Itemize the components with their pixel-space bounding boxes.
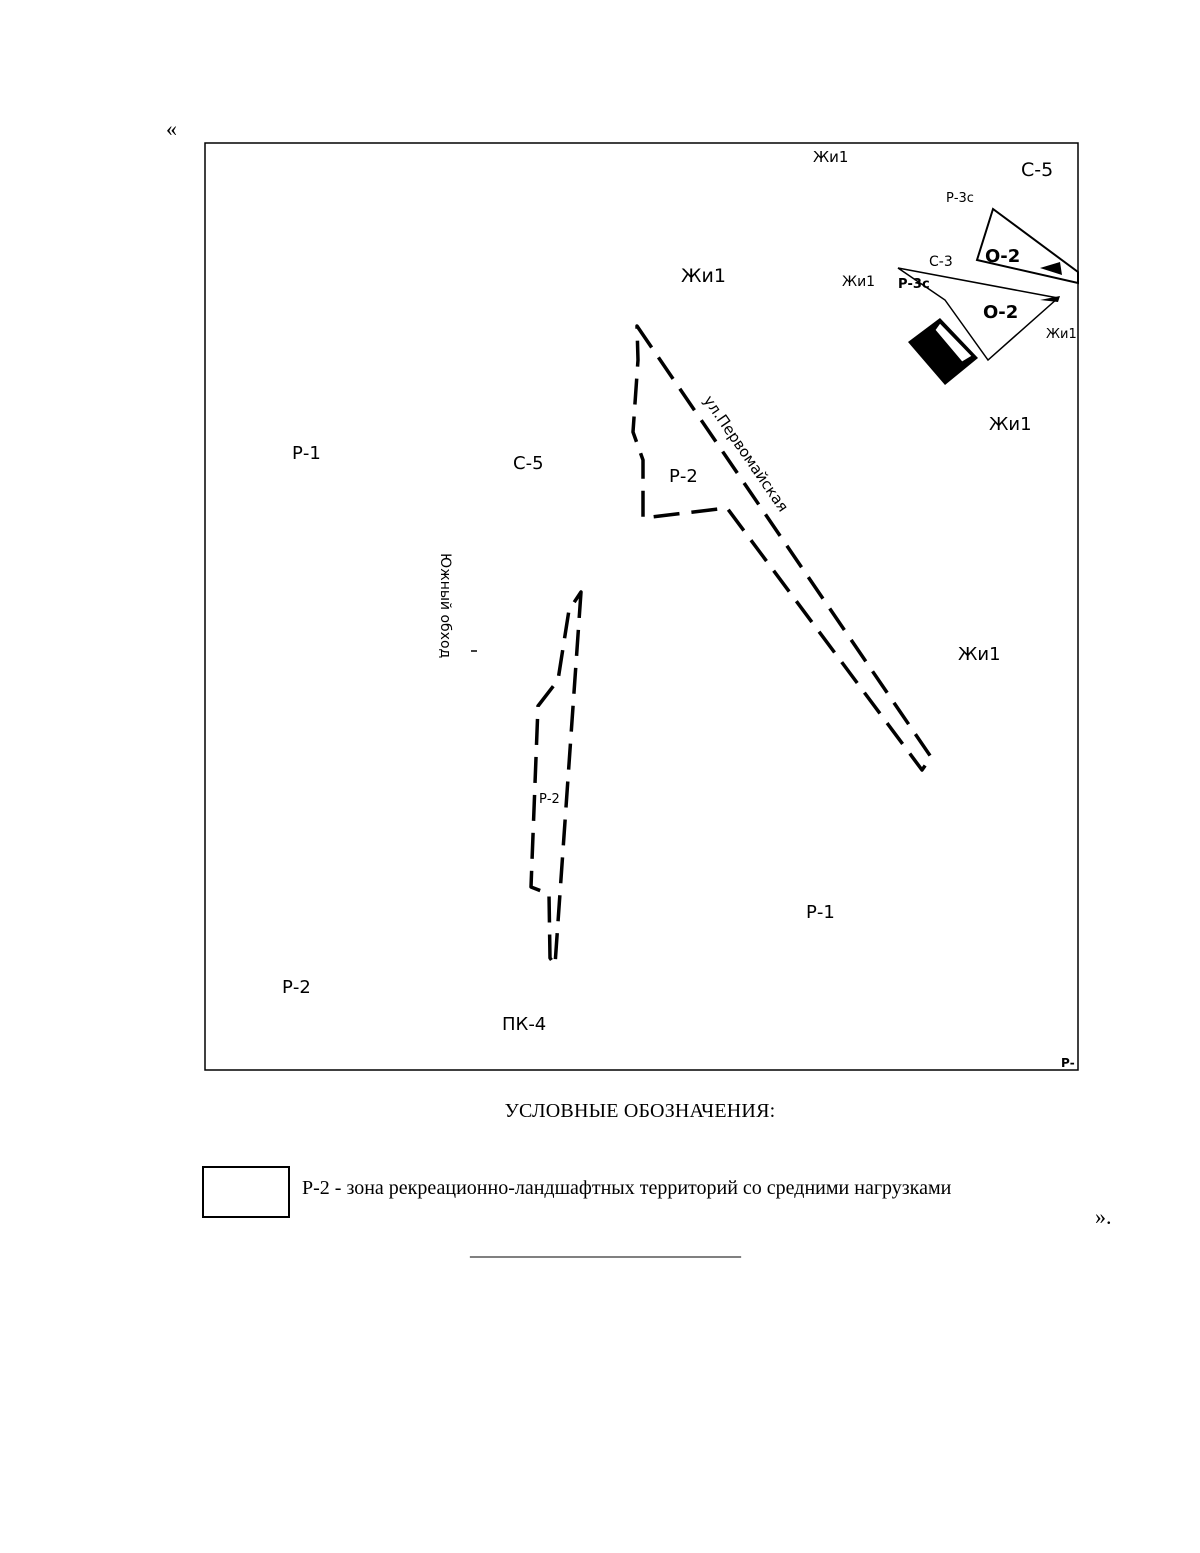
map-frame (204, 142, 1079, 1071)
label-o2-b: О-2 (983, 302, 1018, 323)
label-c5-center: С-5 (513, 453, 544, 474)
label-c5-top: С-5 (1021, 159, 1053, 181)
label-r1-bottom: Р-1 (806, 902, 835, 923)
label-zh1-right: Жи1 (989, 414, 1032, 435)
label-r3c-mid: Р-3с (898, 277, 930, 292)
zone-boundary-r2-upper (631, 324, 933, 772)
label-r-corner: Р- (1061, 1056, 1075, 1070)
legend-title: УСЛОВНЫЕ ОБОЗНАЧЕНИЯ: (504, 1100, 776, 1122)
label-c3: С-3 (929, 254, 953, 270)
label-zh1-mid-right: Жи1 (842, 274, 875, 290)
zone-boundary-r2-lower (529, 590, 583, 967)
label-zh1-top: Жи1 (813, 148, 848, 166)
closing-quote: ». (1095, 1204, 1112, 1229)
opening-quote: « (166, 116, 177, 141)
small-wedge-marker-2 (1040, 296, 1060, 302)
building-block (908, 318, 978, 385)
building-block-light-corner (934, 322, 973, 363)
label-r1-left: Р-1 (292, 443, 321, 464)
label-zh1-edge: Жи1 (1046, 327, 1077, 342)
legend-text-r2: Р-2 - зона рекреационно-ландшафтных терр… (302, 1177, 952, 1199)
label-o2-a: О-2 (985, 246, 1020, 267)
label-r2-zone-upper: Р-2 (669, 466, 698, 487)
label-zh1-lower-right: Жи1 (958, 644, 1001, 665)
zone-outline-o2-lower (897, 267, 1060, 362)
label-r2-bottom-left: Р-2 (282, 977, 311, 998)
label-street-pervomaiskaya: ул.Первомайская (700, 392, 792, 515)
zone-outline-o2-upper (975, 207, 1079, 285)
legend-symbol-r2 (202, 1166, 290, 1218)
label-r3c-top: Р-3с (946, 191, 974, 206)
separator-rule: ______________________________ (470, 1238, 741, 1260)
label-zh1-center-top: Жи1 (681, 265, 726, 287)
label-pk4: ПК-4 (502, 1014, 546, 1035)
label-street-yuzhny-obkhod: Южный обход (437, 553, 453, 658)
label-r2-zone-lower: Р-2 (539, 792, 560, 807)
small-wedge-marker (1040, 262, 1062, 275)
